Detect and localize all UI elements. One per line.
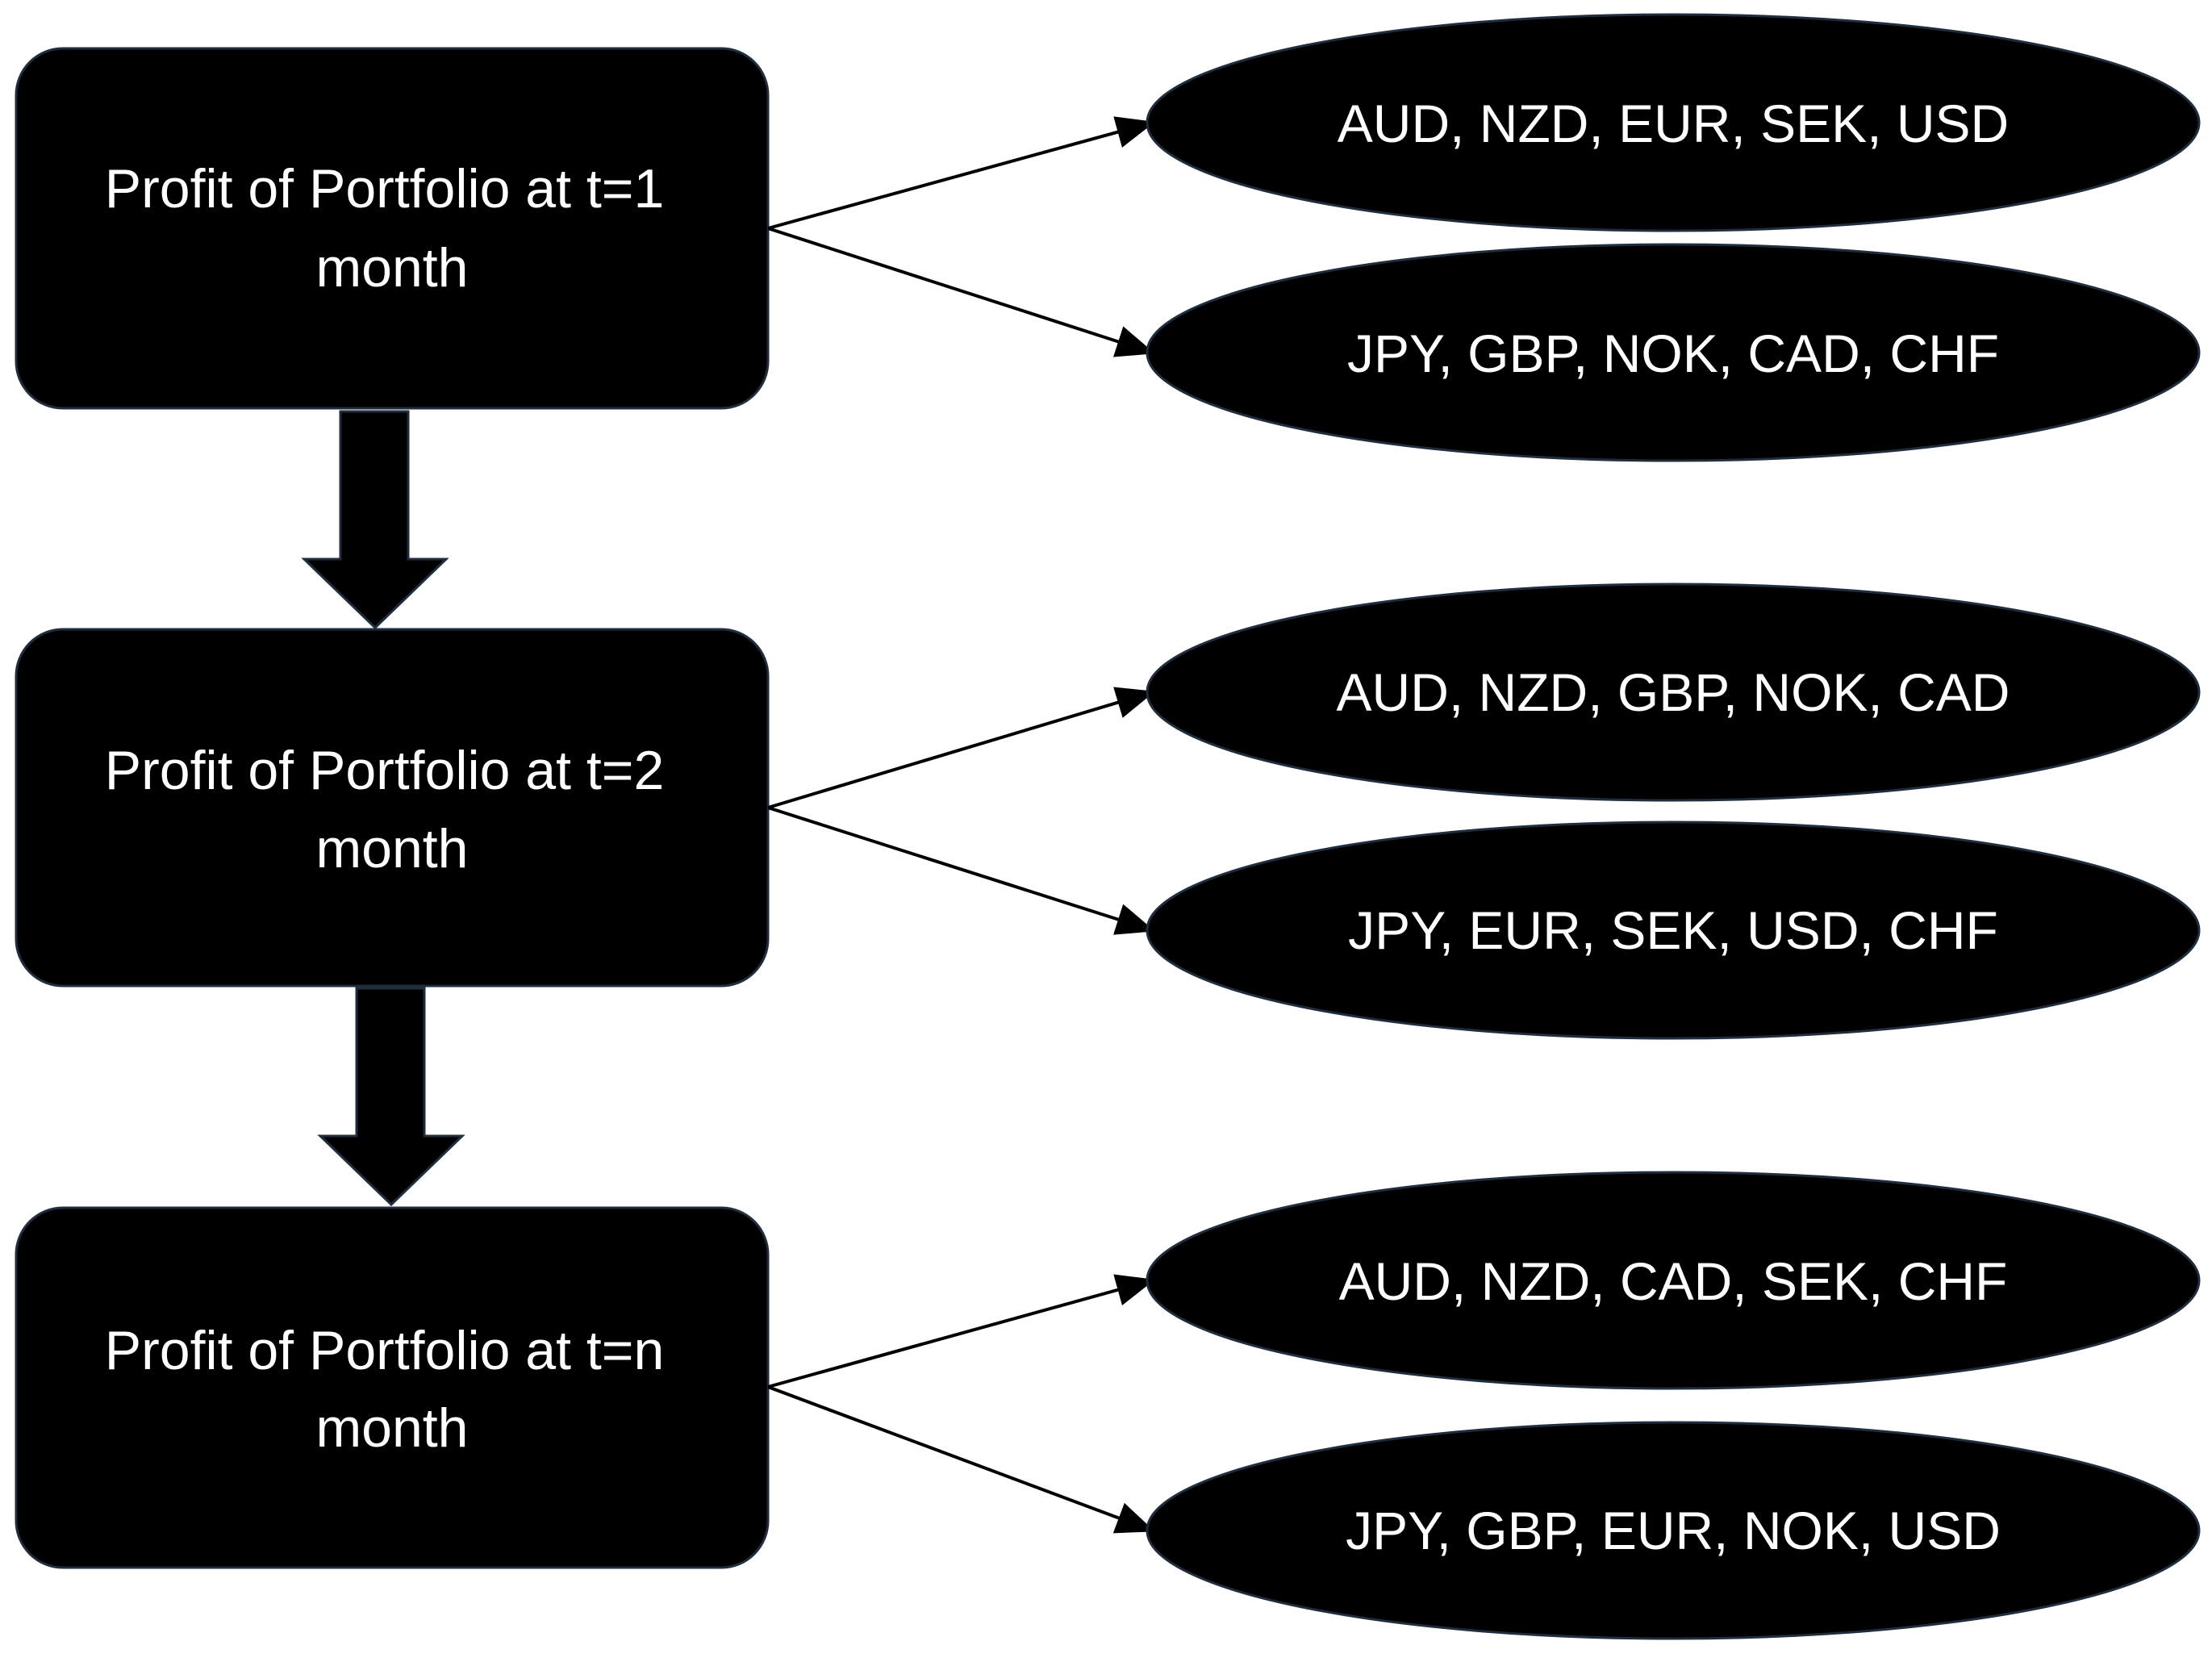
step-3-box (15, 1206, 770, 1569)
step-3-group-1-label: AUD, NZD, CAD, SEK, CHF (1339, 1251, 2008, 1311)
step-1-label-line1: Profit of Portfolio at t=1 (105, 158, 665, 219)
step-3-connector-top (767, 1274, 1155, 1388)
step-1-label: Profit of Portfolio at t=1 month (105, 158, 680, 299)
step-3-label-line1: Profit of Portfolio at t=n (105, 1320, 665, 1381)
step-3-connector-bottom (767, 1385, 1155, 1534)
step-2-group-2-label: JPY, EUR, SEK, USD, CHF (1348, 900, 1998, 960)
step-2-group-1-label: AUD, NZD, GBP, NOK, CAD (1337, 662, 2010, 722)
step-3-label-line2: month (316, 1397, 469, 1459)
step-1-box (15, 47, 770, 410)
step-1-label-line2: month (316, 237, 469, 299)
step-2-label-line2: month (316, 818, 469, 879)
step-2-label: Profit of Portfolio at t=2 month (105, 740, 680, 879)
down-arrow-1-to-2 (301, 410, 449, 630)
step-2-label-line1: Profit of Portfolio at t=2 (105, 740, 665, 801)
step-1-connector-bottom (767, 227, 1155, 357)
step-3: Profit of Portfolio at t=n month AUD, NZ… (15, 1171, 2201, 1640)
step-2-connector-top (767, 687, 1155, 809)
step-2-box (15, 628, 770, 988)
step-1-group-2-ellipse (1146, 243, 2201, 462)
step-3-label: Profit of Portfolio at t=n month (105, 1320, 680, 1459)
step-1: Profit of Portfolio at t=1 month AUD, NZ… (15, 13, 2201, 462)
step-3-group-2-label: JPY, GBP, EUR, NOK, USD (1346, 1501, 2001, 1560)
down-arrow-2-to-3 (317, 987, 465, 1207)
step-1-group-2-label: JPY, GBP, NOK, CAD, CHF (1347, 324, 1999, 383)
step-1-group-1-ellipse (1146, 13, 2201, 232)
step-3-group-1-ellipse (1146, 1171, 2201, 1390)
step-1-group-1-label: AUD, NZD, EUR, SEK, USD (1338, 94, 2009, 153)
step-3-group-2-ellipse (1146, 1421, 2201, 1640)
step-2-group-1-ellipse (1146, 583, 2201, 802)
step-2-group-2-ellipse (1146, 821, 2201, 1040)
step-1-connector-top (767, 116, 1155, 230)
step-2: Profit of Portfolio at t=2 month AUD, NZ… (15, 583, 2201, 1040)
step-2-connector-bottom (767, 806, 1155, 935)
